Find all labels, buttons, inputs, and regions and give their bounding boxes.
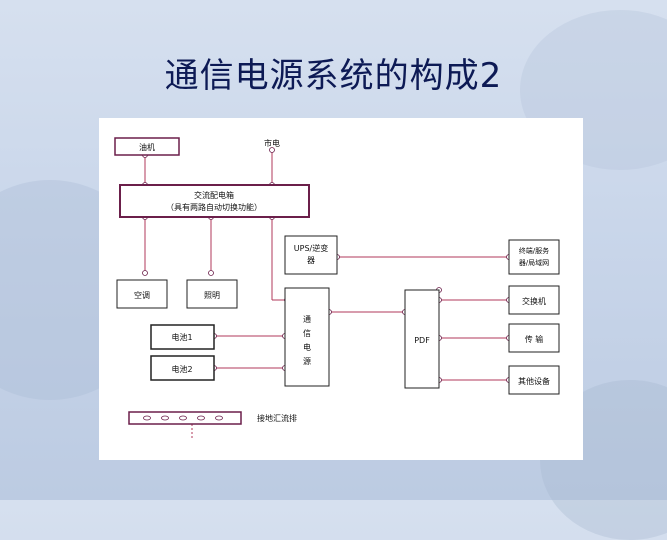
battery-1-label: 电池1 — [171, 332, 192, 342]
other-equipment-box: 其他设备 — [508, 365, 560, 395]
ground-bus-label: 接地汇流排 — [257, 413, 297, 423]
ups-inverter-box: UPS/逆变 器 — [284, 235, 338, 275]
lighting-box: 照明 — [186, 279, 238, 309]
ground-bus-bar: 接地汇流排 — [128, 411, 297, 425]
terminal-label-line1: 终端/服务 — [519, 246, 549, 255]
ac-distribution-box: 交流配电箱 （具有两路自动切换功能） — [119, 184, 310, 218]
lighting-label: 照明 — [204, 291, 220, 300]
terminal-server-lan-box: 终端/服务 器/局域网 — [508, 239, 560, 275]
diesel-label: 油机 — [139, 142, 155, 152]
power-unit-char-1: 通 — [303, 314, 311, 324]
power-unit-char-4: 源 — [303, 357, 311, 366]
aircon-box: 空调 — [116, 279, 168, 309]
switch-box: 交换机 — [508, 285, 560, 315]
power-system-diagram: 油机 市电 交流配电箱 （具有两路自动切换功能） UPS/逆变 器 终端/服务 … — [114, 137, 560, 440]
ups-label-line1: UPS/逆变 — [294, 243, 328, 253]
slide-title: 通信电源系统的构成2 — [164, 56, 503, 96]
terminal-label-line2: 器/局域网 — [519, 258, 549, 267]
power-unit-char-2: 信 — [303, 328, 311, 338]
other-equipment-label: 其他设备 — [518, 376, 550, 386]
aircon-label: 空调 — [134, 290, 150, 300]
battery-2-box: 电池2 — [150, 355, 215, 381]
ac-box-title: 交流配电箱 — [194, 190, 234, 200]
mains-label: 市电 — [264, 138, 280, 148]
telecom-power-unit-box: 通 信 电 源 — [284, 287, 330, 387]
ups-label-line2: 器 — [307, 256, 315, 265]
switch-label: 交换机 — [522, 296, 546, 306]
connector-lines — [144, 150, 509, 440]
battery-1-box: 电池1 — [150, 324, 215, 350]
power-unit-char-3: 电 — [303, 342, 311, 352]
diagram-panel: 油机 市电 交流配电箱 （具有两路自动切换功能） UPS/逆变 器 终端/服务 … — [99, 118, 583, 460]
pdf-label: PDF — [414, 336, 430, 345]
pdf-box: PDF — [404, 289, 440, 389]
ac-box-subtitle: （具有两路自动切换功能） — [166, 202, 262, 212]
transmission-box: 传 输 — [508, 323, 560, 353]
battery-2-label: 电池2 — [171, 364, 192, 374]
transmission-label: 传 输 — [525, 334, 544, 344]
diesel-generator-box: 油机 — [114, 137, 180, 156]
